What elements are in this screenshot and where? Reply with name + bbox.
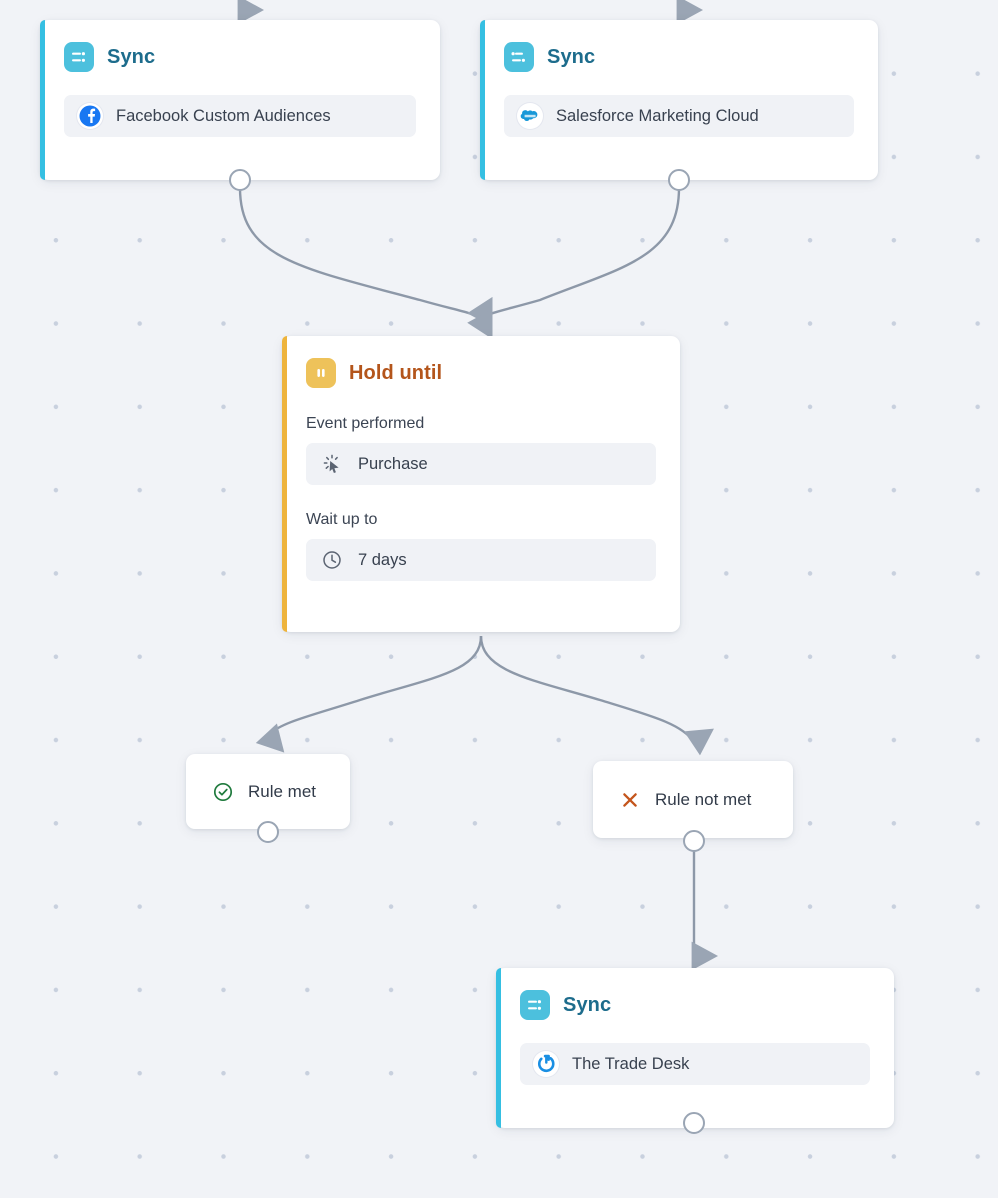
destination-pill[interactable]: The Trade Desk (520, 1043, 870, 1085)
node-header: Sync (520, 990, 870, 1020)
node-output-port[interactable] (668, 169, 690, 191)
destination-name: The Trade Desk (572, 1054, 690, 1073)
field-label-wait-up-to: Wait up to (306, 511, 378, 528)
node-header: Sync (64, 42, 416, 72)
edge-hold-to-rule-not-met (479, 635, 714, 756)
branch-rule-not-met[interactable]: Rule not met (593, 761, 793, 852)
node-title: Sync (547, 45, 596, 68)
node-accent-bar (480, 20, 485, 180)
sliders-icon (504, 42, 534, 72)
branch-label: Rule met (248, 781, 317, 801)
destination-name: Salesforce Marketing Cloud (556, 106, 759, 125)
node-output-port[interactable] (683, 1112, 705, 1134)
check-circle-icon (212, 781, 234, 803)
node-header: Hold until (306, 358, 656, 388)
field-value-text: 7 days (358, 550, 407, 569)
node-output-port[interactable] (229, 169, 251, 191)
node-sync-tradedesk[interactable]: Sync The Trade Desk (496, 968, 894, 1134)
branch-rule-met[interactable]: Rule met (186, 754, 350, 843)
node-accent-bar (496, 968, 501, 1128)
sliders-icon (520, 990, 550, 1020)
edge-salesforce-to-hold (467, 187, 681, 340)
branch-output-port[interactable] (683, 830, 705, 852)
node-header: Sync (504, 42, 854, 72)
edge-facebook-to-hold (238, 187, 493, 327)
cursor-click-icon (319, 451, 345, 477)
destination-pill[interactable]: Facebook Custom Audiences (64, 95, 416, 137)
node-title: Sync (107, 45, 156, 68)
x-icon (619, 789, 641, 811)
field-value-text: Purchase (358, 454, 428, 473)
node-sync-salesforce[interactable]: Sync Salesforce Marketing Cloud (480, 20, 878, 191)
node-title: Sync (563, 993, 612, 1016)
branch-label: Rule not met (655, 789, 752, 809)
node-hold-until[interactable]: Hold until Event performed Purchase Wait… (282, 336, 680, 632)
node-accent-bar (282, 336, 287, 632)
destination-pill[interactable]: Salesforce Marketing Cloud (504, 95, 854, 137)
clock-icon (319, 547, 345, 573)
facebook-logo (77, 103, 103, 129)
field-value-event-performed[interactable]: Purchase (306, 443, 656, 485)
destination-name: Facebook Custom Audiences (116, 106, 331, 125)
field-label-event-performed: Event performed (306, 415, 425, 432)
branch-output-port[interactable] (257, 821, 279, 843)
field-value-wait-up-to[interactable]: 7 days (306, 539, 656, 581)
salesforce-logo (517, 103, 543, 129)
node-title: Hold until (349, 361, 443, 384)
sliders-icon (64, 42, 94, 72)
node-sync-facebook[interactable]: Sync Facebook Custom Audiences (40, 20, 440, 191)
node-accent-bar (40, 20, 45, 180)
edge-hold-to-rule-met (255, 635, 483, 753)
pause-icon (306, 358, 336, 388)
tradedesk-logo (533, 1051, 559, 1077)
